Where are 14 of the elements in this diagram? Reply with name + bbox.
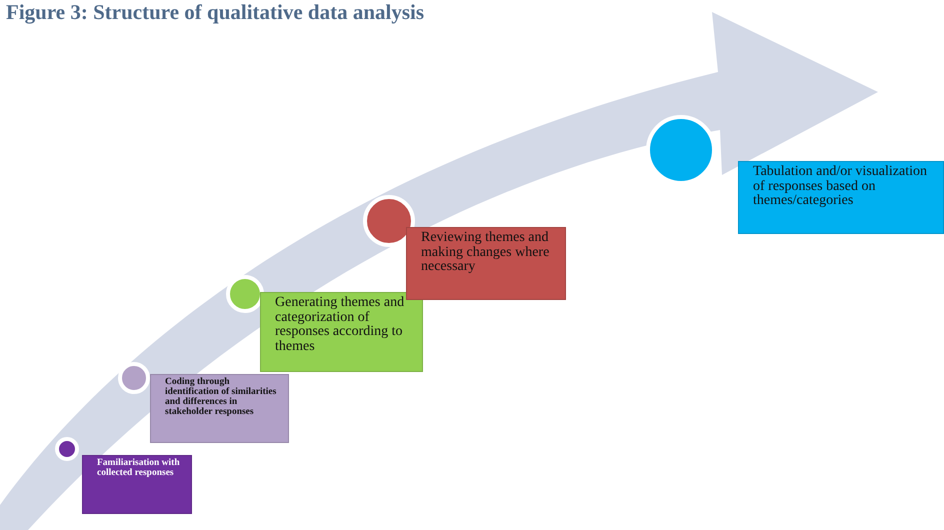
circle-marker [53,435,81,463]
step-box [738,161,944,234]
step-text: Reviewing themes and making changes where necessary [421,231,550,276]
step-text: Coding through identification of similarities and differences in stakeholder responses [165,378,278,418]
step-box [150,374,289,443]
step-text: Familiarisation with collected responses [97,459,181,479]
circle-marker [224,273,266,315]
step-text: Generating themes and categorization of responses according to themes [275,296,406,355]
step-box [82,455,192,514]
step-box [406,227,566,300]
step-text: Tabulation and/or visualization of responses based on themes/categories [753,165,928,210]
circle-marker [116,360,152,396]
step-box [260,292,423,372]
figure-title: Figure 3: Structure of qualitative data analysis [6,0,424,25]
